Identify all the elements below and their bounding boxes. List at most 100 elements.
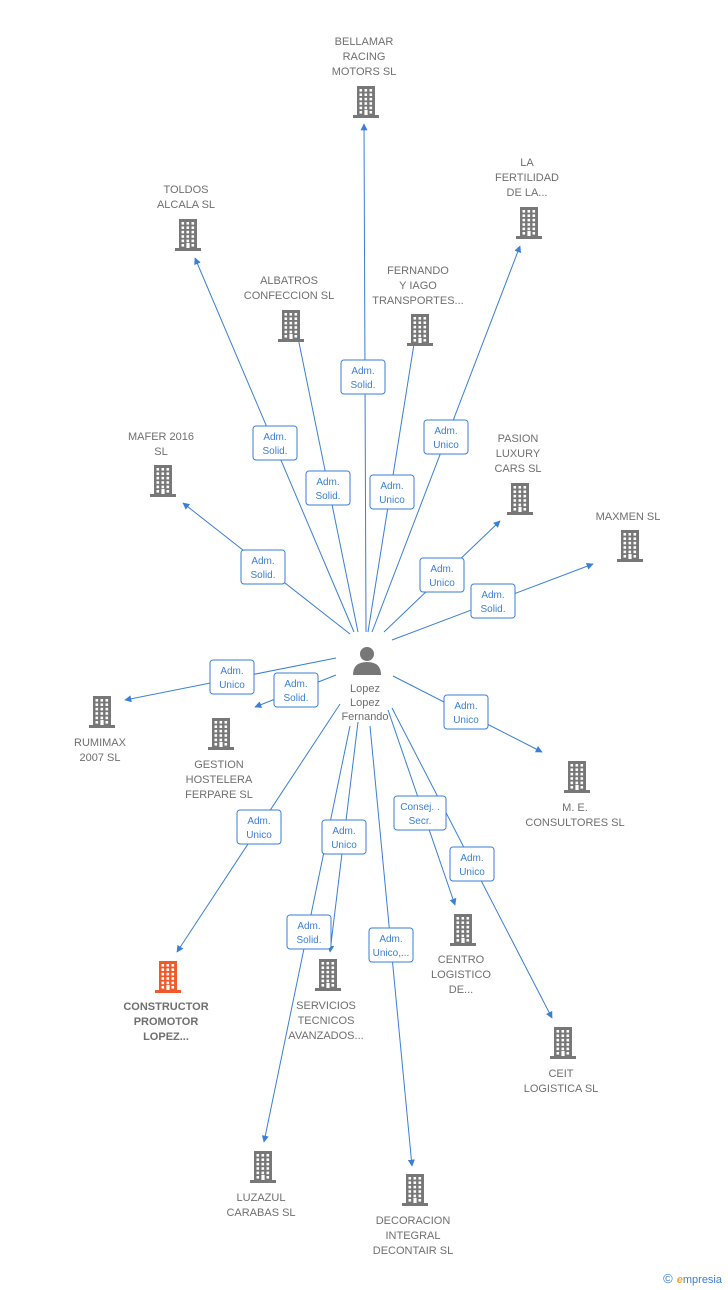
relation-label-text: Adm. xyxy=(380,481,403,492)
relation-label-box xyxy=(449,846,495,882)
relation-label-text: Unico xyxy=(219,680,245,691)
relation-label-fernando[interactable]: Adm. Unico xyxy=(369,474,415,510)
company-label: DECONTAIR SL xyxy=(373,1245,453,1257)
relation-label-text: Adm. xyxy=(316,477,339,488)
relation-label-text: Solid. xyxy=(350,380,375,391)
relation-label-box xyxy=(419,557,465,593)
building-icon xyxy=(278,310,304,342)
copyright-symbol: © xyxy=(663,1271,673,1286)
company-label: M. E. xyxy=(562,802,588,814)
relation-label-mafer[interactable]: Adm.Solid. xyxy=(240,549,286,585)
company-node-albatros[interactable]: ALBATROS CONFECCION SL xyxy=(244,275,334,342)
company-node-centro[interactable]: CENTROLOGISTICODE... xyxy=(431,914,491,996)
building-icon xyxy=(175,219,201,251)
relation-label-text: Solid. xyxy=(296,935,321,946)
company-label: MAXMEN SL xyxy=(596,511,661,523)
relation-label-text: Adm. xyxy=(351,366,374,377)
company-label: BELLAMAR xyxy=(335,36,394,48)
relation-label-me[interactable]: Adm. Unico xyxy=(443,694,489,730)
building-icon xyxy=(353,86,379,118)
brand-footer[interactable]: ©empresia xyxy=(663,1271,722,1286)
relation-label-box xyxy=(470,583,516,619)
company-label: CENTRO xyxy=(438,954,485,966)
company-label: CARABAS SL xyxy=(226,1207,295,1219)
relation-label-text: Unico xyxy=(246,830,272,841)
company-label: CONFECCION SL xyxy=(244,290,334,302)
relation-label-text: Adm. xyxy=(263,432,286,443)
building-icon xyxy=(550,1027,576,1059)
relation-label-text: Adm. xyxy=(481,590,504,601)
company-label: AVANZADOS... xyxy=(288,1030,363,1042)
company-label: SERVICIOS xyxy=(296,1000,356,1012)
company-label: DE LA... xyxy=(507,187,548,199)
company-node-me[interactable]: M. E.CONSULTORES SL xyxy=(525,761,625,829)
building-icon xyxy=(617,530,643,562)
relation-label-centro[interactable]: Consej. . Secr. xyxy=(393,795,447,831)
relation-label-ceit[interactable]: Adm.Unico xyxy=(449,846,495,882)
relation-label-servicios[interactable]: Adm.Unico xyxy=(321,819,367,855)
company-label: TRANSPORTES... xyxy=(372,295,463,307)
relation-label-box xyxy=(368,927,414,963)
company-label: LA xyxy=(520,157,534,169)
company-node-maxmen[interactable]: MAXMEN SL xyxy=(596,511,661,562)
relation-label-text: Adm. xyxy=(297,921,320,932)
company-node-constructor[interactable]: CONSTRUCTORPROMOTORLOPEZ... xyxy=(123,961,209,1043)
building-icon xyxy=(155,961,181,993)
company-label: GESTION xyxy=(194,759,244,771)
relation-label-gestion[interactable]: Adm.Solid. xyxy=(273,672,319,708)
relation-label-text: Adm. xyxy=(460,853,483,864)
building-icon xyxy=(407,314,433,346)
relation-label-decoracion[interactable]: Adm.Unico,... xyxy=(368,927,414,963)
company-label: INTEGRAL xyxy=(385,1230,440,1242)
company-label: LOGISTICA SL xyxy=(524,1083,599,1095)
person-label: Lopez xyxy=(350,697,380,709)
relation-label-text: Unico xyxy=(433,440,459,451)
relation-label-constructor[interactable]: Adm.Unico xyxy=(236,809,282,845)
relation-label-box xyxy=(321,819,367,855)
relation-label-pasion[interactable]: Adm.Unico xyxy=(419,557,465,593)
relation-label-text: Unico,... xyxy=(373,948,410,959)
brand-logo-letter: e xyxy=(676,1274,683,1286)
relation-label-toldos[interactable]: Adm.Solid. xyxy=(252,425,298,461)
company-label: ALBATROS xyxy=(260,275,318,287)
company-label: MOTORS SL xyxy=(332,66,397,78)
relation-label-luzazul[interactable]: Adm. Solid. xyxy=(286,914,332,950)
relation-label-text: Adm. xyxy=(434,426,457,437)
relation-label-text: Consej. . xyxy=(400,802,439,813)
relation-label-albatros[interactable]: Adm.Solid. xyxy=(305,470,351,506)
relation-label-rumimax[interactable]: Adm.Unico xyxy=(209,659,255,695)
building-icon xyxy=(250,1151,276,1183)
relation-label-text: Adm. xyxy=(454,701,477,712)
company-label: RUMIMAX xyxy=(74,737,127,749)
relation-label-box xyxy=(305,470,351,506)
relation-label-text: Adm. xyxy=(332,826,355,837)
relation-label-text: Unico xyxy=(379,495,405,506)
company-label: HOSTELERA xyxy=(186,774,253,786)
relation-label-box xyxy=(209,659,255,695)
relation-label-bellamar[interactable]: Adm. Solid. xyxy=(340,359,386,395)
relation-label-text: Unico xyxy=(453,715,479,726)
company-node-servicios[interactable]: SERVICIOSTECNICOSAVANZADOS... xyxy=(288,959,364,1042)
brand-name: mpresia xyxy=(682,1274,722,1286)
relation-label-lafertilidad[interactable]: Adm. Unico xyxy=(423,419,469,455)
relation-label-maxmen[interactable]: Adm.Solid. xyxy=(470,583,516,619)
company-label: PROMOTOR xyxy=(134,1016,199,1028)
relation-label-box xyxy=(286,914,332,950)
company-label: PASION xyxy=(498,433,539,445)
relation-label-text: Solid. xyxy=(283,693,308,704)
relation-label-text: Secr. xyxy=(409,816,432,827)
